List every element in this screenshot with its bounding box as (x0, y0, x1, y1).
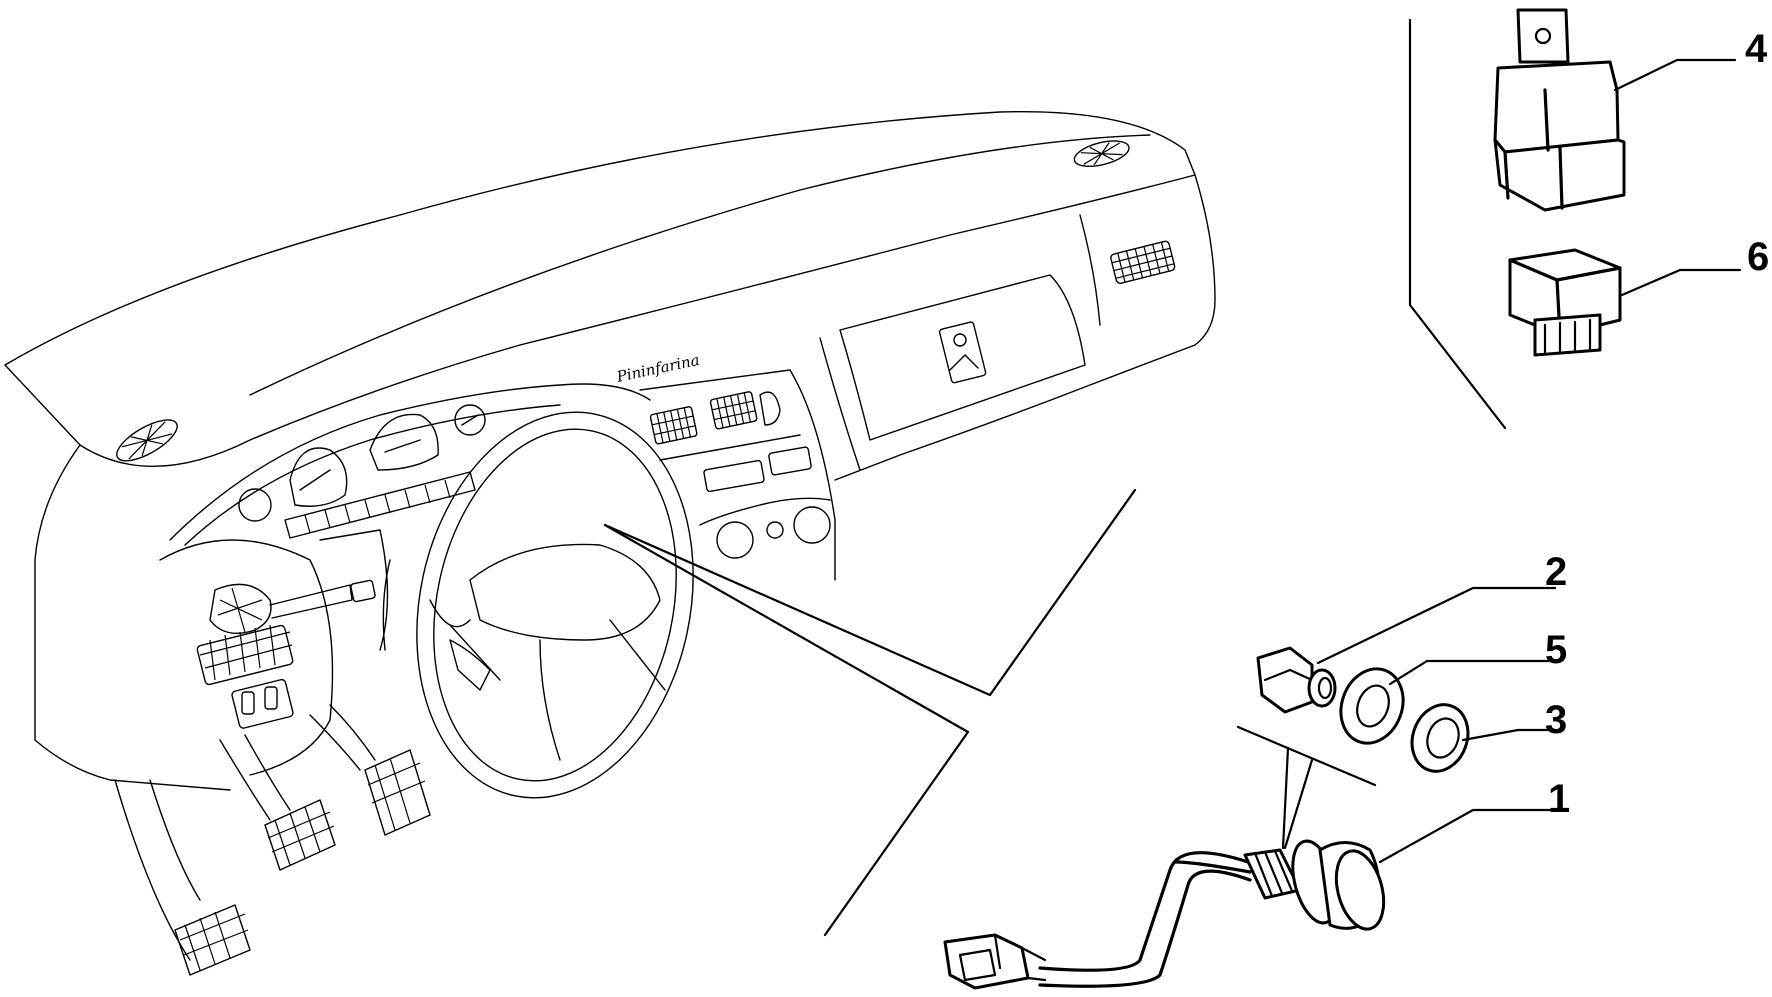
dashboard-brand-script: Pininfarina (614, 351, 701, 386)
pedals (114, 704, 431, 976)
part-1-switch (943, 839, 1386, 990)
relay-6 (1508, 248, 1622, 357)
callout-6: 6 (1747, 235, 1769, 279)
callout-numbers: 4 6 2 5 3 1 (1545, 27, 1769, 821)
callout-3: 3 (1545, 698, 1567, 742)
callout-2: 2 (1545, 550, 1567, 594)
part-2-nut (1256, 646, 1337, 714)
relay-section (1408, 8, 1742, 430)
callout-1: 1 (1548, 777, 1570, 821)
centre-vents (649, 391, 781, 445)
relay-4 (1493, 8, 1626, 212)
callout-4: 4 (1745, 27, 1768, 71)
dashboard-illustration: Pininfarina (4, 110, 1216, 976)
instrument-gauges (238, 404, 486, 522)
part-3-ring (1410, 703, 1470, 773)
warning-light-strip (284, 471, 476, 539)
left-switch-grille (196, 624, 294, 686)
steering-wheel (416, 411, 694, 799)
callout-5: 5 (1545, 628, 1567, 672)
part-5-washer (1339, 667, 1405, 745)
switch-assembly (943, 586, 1557, 990)
